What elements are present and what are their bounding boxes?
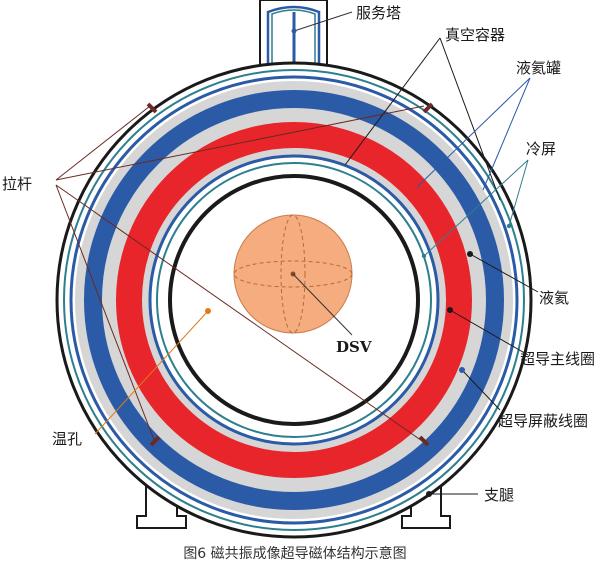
tie-rod-lower-left [149,435,161,447]
label-dsv: DSV [336,338,372,356]
label-tie-rod: 拉杆 [2,175,32,193]
service-tower [259,0,328,70]
helium-tank-outer [69,75,519,525]
label-vacuum-vessel: 真空容器 [445,26,505,44]
label-helium-tank: 液氦罐 [516,59,561,77]
shield-coil-ring [84,90,504,510]
label-warm-bore: 温孔 [52,430,82,448]
label-cold-screen: 冷屏 [526,140,556,158]
cold-screen-outer [63,69,525,531]
label-support-leg: 支腿 [484,486,514,504]
figure-caption: 图6 磁共振成像超导磁体结构示意图 [183,545,406,562]
label-liquid-helium: 液氦 [539,289,569,307]
tie-rod-upper-left [146,102,158,114]
label-shield-coil: 超导屏蔽线圈 [498,412,588,430]
cold-screen-inner [156,162,432,438]
label-service-tower: 服务塔 [356,4,401,22]
helium-tank-inner [148,154,440,446]
main-coil-ring [116,122,472,478]
label-main-coil: 超导主线圈 [520,350,595,368]
leader-lines [55,11,539,497]
tie-rod-lower-right [418,435,430,447]
tie-rod-upper-right [422,102,434,114]
tie-rods [146,102,434,447]
